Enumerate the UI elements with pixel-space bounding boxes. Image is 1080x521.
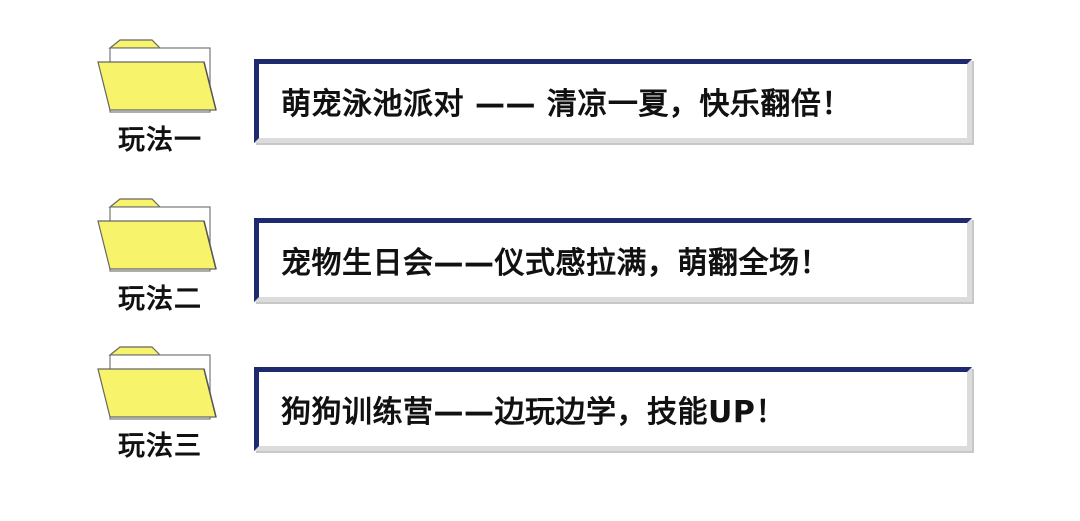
play-banner: 宠物生日会——仪式感拉满，萌翻全场！	[254, 218, 972, 302]
folder-icon	[96, 38, 218, 114]
banner-title: 狗狗训练营——边玩边学，技能UP！	[281, 395, 786, 430]
play-banner: 狗狗训练营——边玩边学，技能UP！	[254, 367, 972, 451]
play-banner: 萌宠泳池派对 —— 清凉一夏，快乐翻倍！	[254, 59, 972, 143]
play-item-3: 玩法三 狗狗训练营——边玩边学，技能UP！	[0, 0, 1080, 462]
play-item-1: 玩法一 萌宠泳池派对 —— 清凉一夏，快乐翻倍！	[0, 0, 1080, 156]
banner-title: 萌宠泳池派对 —— 清凉一夏，快乐翻倍！	[281, 87, 852, 122]
play-item-2: 玩法二 宠物生日会——仪式感拉满，萌翻全场！	[0, 0, 1080, 315]
folder-icon	[96, 345, 218, 421]
play-label: 玩法一	[118, 125, 202, 156]
play-label: 玩法二	[118, 284, 202, 315]
play-label: 玩法三	[118, 431, 202, 462]
banner-title: 宠物生日会——仪式感拉满，萌翻全场！	[281, 246, 830, 281]
folder-icon	[96, 197, 218, 273]
